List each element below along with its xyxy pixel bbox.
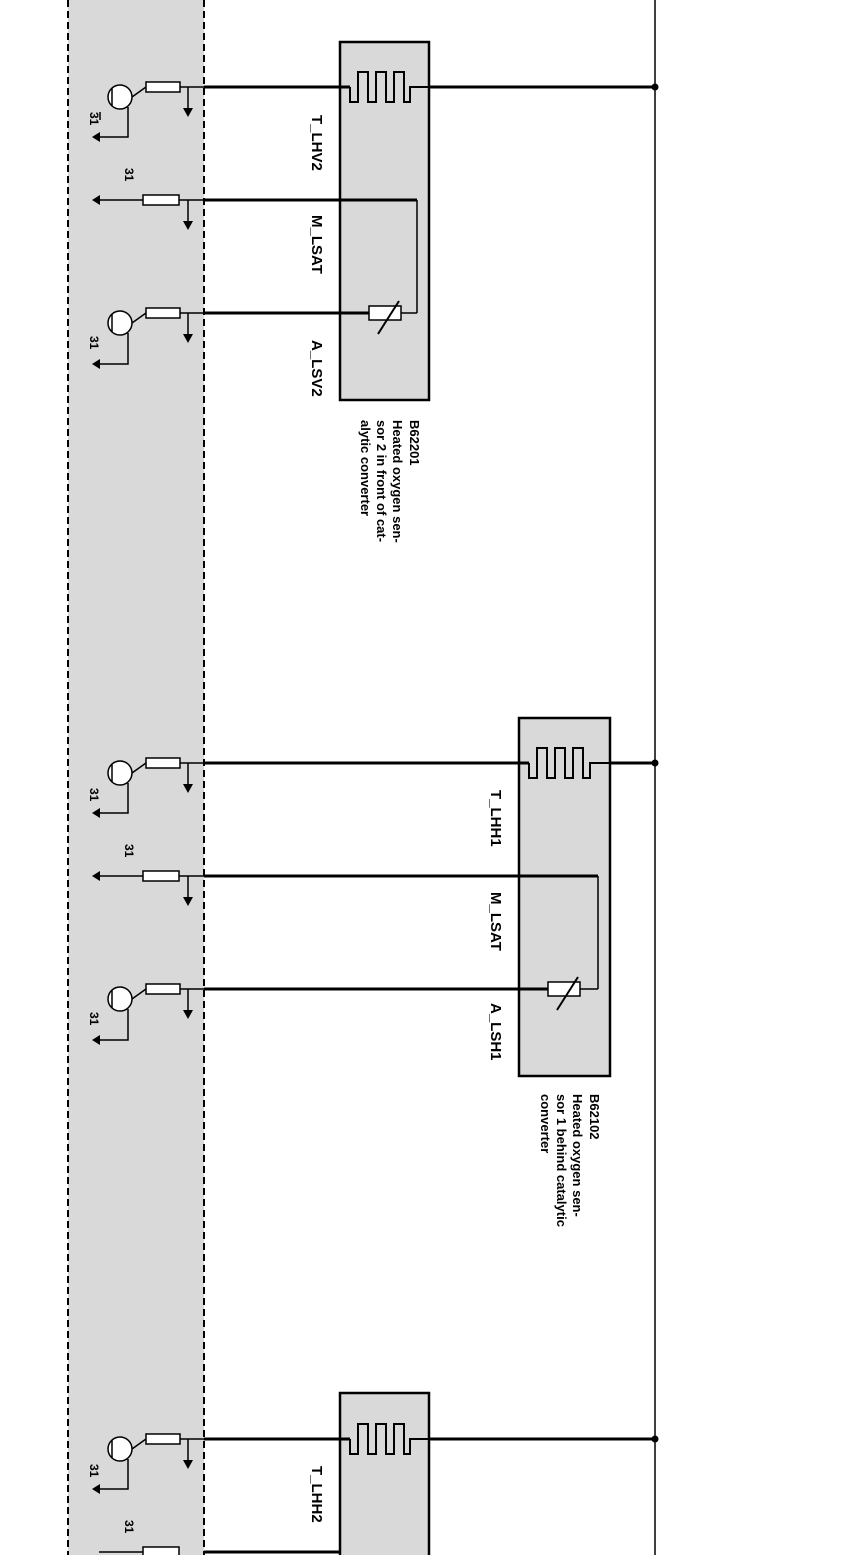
resistor-icon [145, 983, 181, 995]
ground-arrow-icon [183, 784, 193, 793]
ground-arrow-icon [183, 897, 193, 906]
pin-label-ground: M_LSAT [308, 215, 325, 274]
ground-arrow-icon [92, 132, 100, 142]
ground-arrow-icon [92, 1484, 100, 1494]
ecu-input-transistor-heater [92, 757, 204, 818]
ground-label: 31 [87, 1464, 101, 1478]
sensor-block-b62102: 31 31 31 T_LHH1 M_LSAT A_LSH1 B62102 Hea… [87, 716, 659, 1227]
ground-label: 31 [87, 336, 101, 350]
sensor-description-line: alytic converter [358, 420, 373, 516]
control-unit-region [68, 0, 204, 1555]
ecu-input-resistor-ground [99, 1546, 180, 1555]
sensor-block-partial: 31 31 T_LHH2 [87, 1391, 659, 1555]
ground-arrow-icon [92, 1035, 100, 1045]
ground-lead [99, 1009, 129, 1041]
ground-lead [99, 1459, 129, 1490]
transistor-lead [131, 762, 147, 774]
ground-label: 31 [122, 1520, 136, 1534]
sensor-description-line: sor 1 behind catalytic [554, 1094, 569, 1227]
ground-label: 31 [122, 844, 136, 858]
ecu-input-transistor-heater [92, 1433, 204, 1494]
sensor-id: B62201 [407, 420, 422, 466]
ground-arrow-icon [92, 808, 100, 818]
sensor-box-b62201 [338, 40, 431, 402]
sensor-description-line: converter [538, 1094, 553, 1153]
junction-dot [651, 1435, 659, 1443]
junction-dot [651, 759, 659, 767]
variable-resistor-arrow [556, 976, 579, 1011]
pin-label-ground: M_LSAT [487, 892, 504, 951]
ground-arrow-icon [183, 221, 193, 230]
ground-label: 31 [87, 1012, 101, 1026]
junction-dot [651, 83, 659, 91]
variable-resistor-icon [368, 305, 402, 321]
ground-label: 31 [122, 168, 136, 182]
ground-arrow-icon [92, 195, 100, 205]
ground-arrow-icon [183, 1460, 193, 1469]
sensor-block-b62201: 31 31 31 T_LHV2 M_LSAT A_LSV2 B62201 Hea… [87, 40, 659, 543]
transistor-lead [131, 312, 147, 324]
ground-lead [99, 107, 129, 138]
pin-label-heater: T_LHH2 [308, 1466, 325, 1523]
variable-resistor-arrow [377, 300, 400, 335]
ground-label: 31 [87, 112, 101, 126]
ecu-input-transistor-signal [92, 307, 204, 369]
pin-label-heater: T_LHH1 [487, 790, 504, 847]
heater-element-icon [528, 747, 610, 779]
resistor-icon [145, 1433, 181, 1445]
resistor-icon [142, 194, 180, 206]
heater-element-icon [349, 71, 429, 103]
ecu-input-resistor-ground [92, 870, 204, 906]
resistor-icon [145, 307, 181, 319]
pin-label-signal: A_LSH1 [487, 1003, 504, 1061]
heater-element-icon [349, 1423, 429, 1455]
transistor-lead [131, 1438, 147, 1450]
ground-lead [99, 333, 129, 365]
variable-resistor-icon [547, 981, 581, 997]
ground-lead [99, 783, 129, 814]
sensor-description-line: Heated oxygen sen- [570, 1094, 585, 1217]
pin-label-heater: T_LHV2 [308, 115, 325, 171]
resistor-icon [142, 1546, 180, 1555]
ecu-input-resistor-ground [92, 194, 204, 230]
ground-arrow-icon [183, 1010, 193, 1019]
sensor-description-line: Heated oxygen sen- [390, 420, 405, 543]
ground-arrow-icon [92, 359, 100, 369]
ecu-input-transistor-signal [92, 983, 204, 1045]
resistor-icon [145, 757, 181, 769]
ground-arrow-icon [183, 334, 193, 343]
resistor-icon [142, 870, 180, 882]
sensor-description-line: sor 2 in front of cat- [374, 420, 389, 542]
transistor-lead [131, 86, 147, 98]
transistor-lead [131, 988, 147, 1000]
sensor-box-partial [338, 1391, 431, 1555]
ecu-input-transistor-heater [92, 81, 204, 142]
pin-label-signal: A_LSV2 [308, 340, 325, 397]
sensor-id: B62102 [587, 1094, 602, 1140]
ground-label: 31 [87, 788, 101, 802]
ground-arrow-icon [92, 871, 100, 881]
ground-arrow-icon [183, 108, 193, 117]
resistor-icon [145, 81, 181, 93]
